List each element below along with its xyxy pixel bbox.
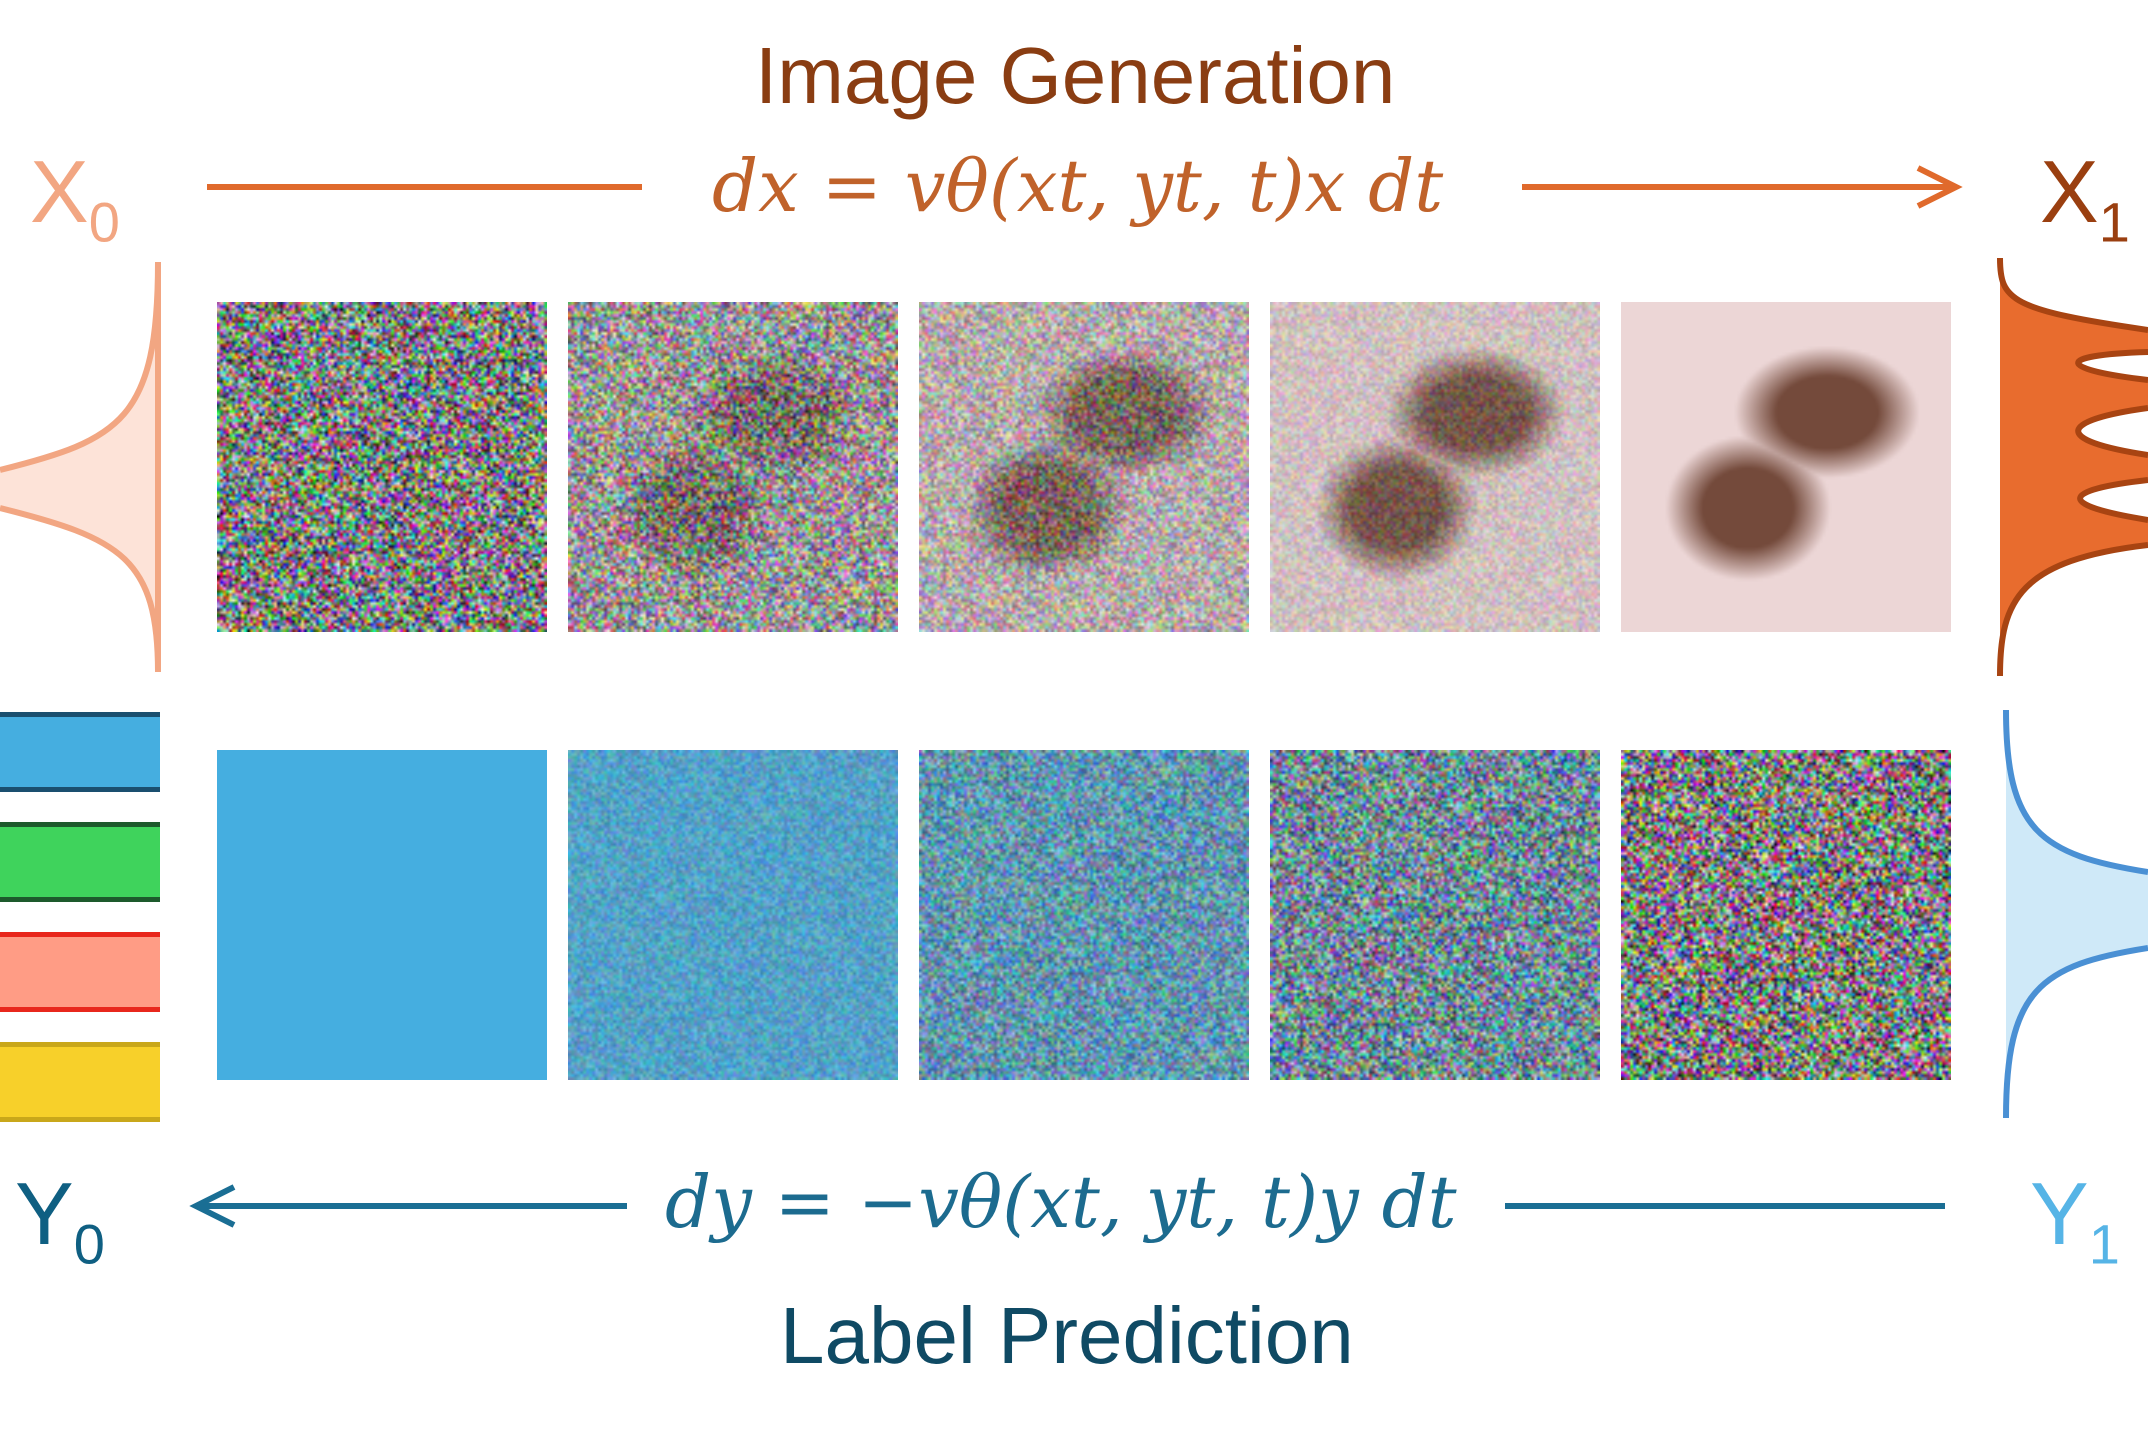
y1-label: Y1	[2030, 1164, 2120, 1276]
image-tile	[217, 302, 547, 632]
label-tile	[217, 750, 547, 1080]
image-tile	[919, 302, 1249, 632]
image-tile	[1621, 302, 1951, 632]
image-tile	[568, 302, 898, 632]
image-generation-equation: dx = vθ(xt, yt, t)x dt	[712, 144, 1444, 228]
label-tile	[1270, 750, 1600, 1080]
x1-label: X1	[2040, 142, 2130, 254]
image-tile	[1270, 302, 1600, 632]
label-tile	[919, 750, 1249, 1080]
y0-label: Y0	[15, 1164, 105, 1276]
label-bar	[0, 822, 160, 902]
label-bar	[0, 712, 160, 792]
label-prediction-equation: dy = −vθ(xt, yt, t)y dt	[665, 1160, 1457, 1244]
y0-label-bars	[0, 712, 160, 1122]
label-bar	[0, 1042, 160, 1122]
x0-label: X0	[30, 142, 120, 254]
image-generation-title: Image Generation	[755, 31, 1396, 120]
label-tile	[1621, 750, 1951, 1080]
label-prediction-title: Label Prediction	[780, 1291, 1354, 1380]
label-bar	[0, 932, 160, 1012]
label-tile	[568, 750, 898, 1080]
